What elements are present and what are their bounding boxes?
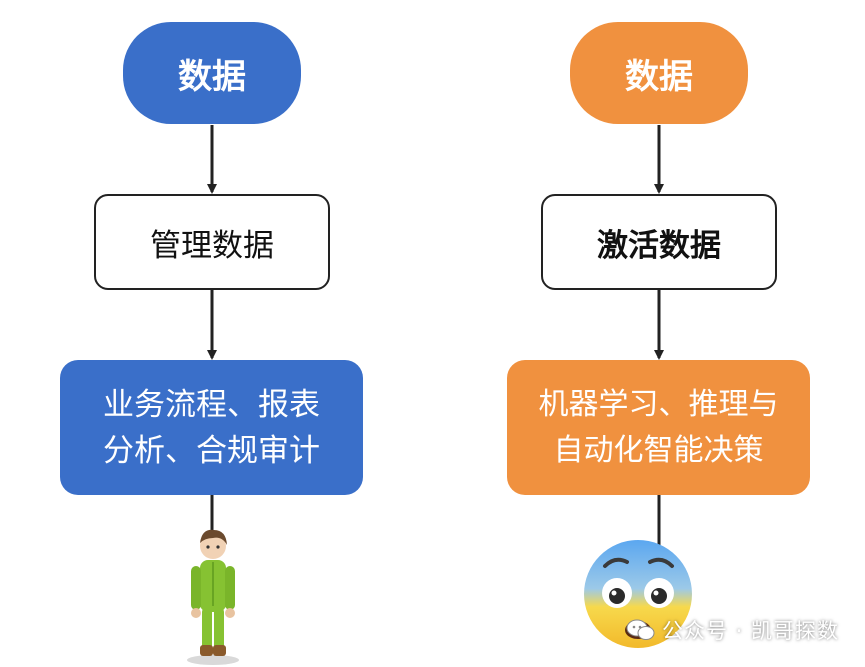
left-middle-label: 管理数据 (150, 227, 274, 264)
right-middle-node: 激活数据 (541, 194, 777, 290)
wechat-icon (626, 619, 655, 640)
right-start-label: 数据 (625, 56, 693, 97)
left-middle-node: 管理数据 (94, 194, 330, 290)
watermark-text: 公众号 · 凯哥探数 (661, 619, 839, 643)
left-start-label: 数据 (178, 56, 246, 97)
left-result-label: 业务流程、报表 分析、合规审计 (103, 386, 320, 469)
right-result-label: 机器学习、推理与 自动化智能决策 (538, 386, 779, 468)
person-figure-icon (187, 529, 239, 665)
left-start-node: 数据 (123, 22, 301, 124)
left-result-node: 业务流程、报表 分析、合规审计 (60, 360, 363, 495)
watermark: 公众号 · 凯哥探数 (626, 615, 839, 645)
right-middle-label: 激活数据 (597, 227, 721, 264)
right-start-node: 数据 (570, 22, 748, 124)
right-result-node: 机器学习、推理与 自动化智能决策 (507, 360, 810, 495)
